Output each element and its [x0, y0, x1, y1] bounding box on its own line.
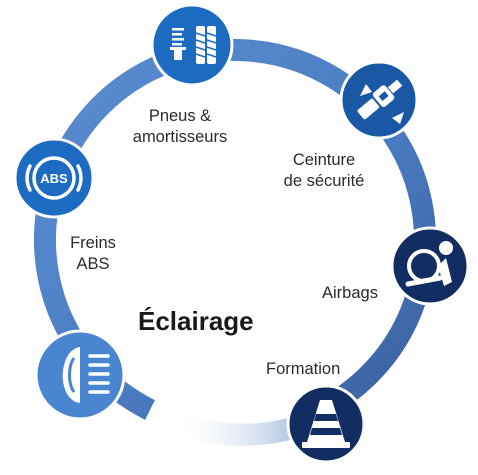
- seatbelt-icon: [357, 79, 403, 120]
- label-brakes-line-2: ABS: [76, 255, 110, 273]
- label-tyres-line-2: amortisseurs: [132, 128, 228, 146]
- abs-badge-text: ABS: [40, 171, 68, 186]
- abs-icon: ABS: [25, 156, 83, 200]
- label-seatbelt-line-2: de sécurité: [283, 172, 365, 190]
- node-training: [286, 384, 366, 464]
- label-brakes: Freins ABS: [58, 233, 128, 275]
- label-seatbelt-line-1: Ceinture: [292, 151, 356, 169]
- node-lighting: [34, 329, 126, 421]
- tyre-shock-absorber-icon: [170, 26, 217, 64]
- node-tyres: [150, 3, 234, 87]
- label-brakes-line-1: Freins: [70, 234, 116, 252]
- label-airbags: Airbags: [322, 283, 402, 304]
- node-seatbelt: [339, 60, 419, 140]
- label-training-line-1: Formation: [266, 360, 341, 378]
- node-brakes: ABS: [13, 137, 95, 219]
- label-seatbelt: Ceinture de sécurité: [274, 150, 374, 192]
- label-airbags-line-1: Airbags: [322, 284, 378, 302]
- label-tyres-line-1: Pneus &: [148, 107, 212, 125]
- ring-tail: [165, 409, 304, 446]
- headlight-icon: [62, 347, 110, 403]
- airbag-icon: [405, 241, 453, 287]
- center-title: Éclairage: [138, 306, 254, 336]
- label-tyres: Pneus & amortisseurs: [108, 106, 252, 148]
- label-training: Formation: [266, 359, 376, 380]
- node-airbags: [390, 226, 470, 306]
- ring-arc: [34, 39, 436, 431]
